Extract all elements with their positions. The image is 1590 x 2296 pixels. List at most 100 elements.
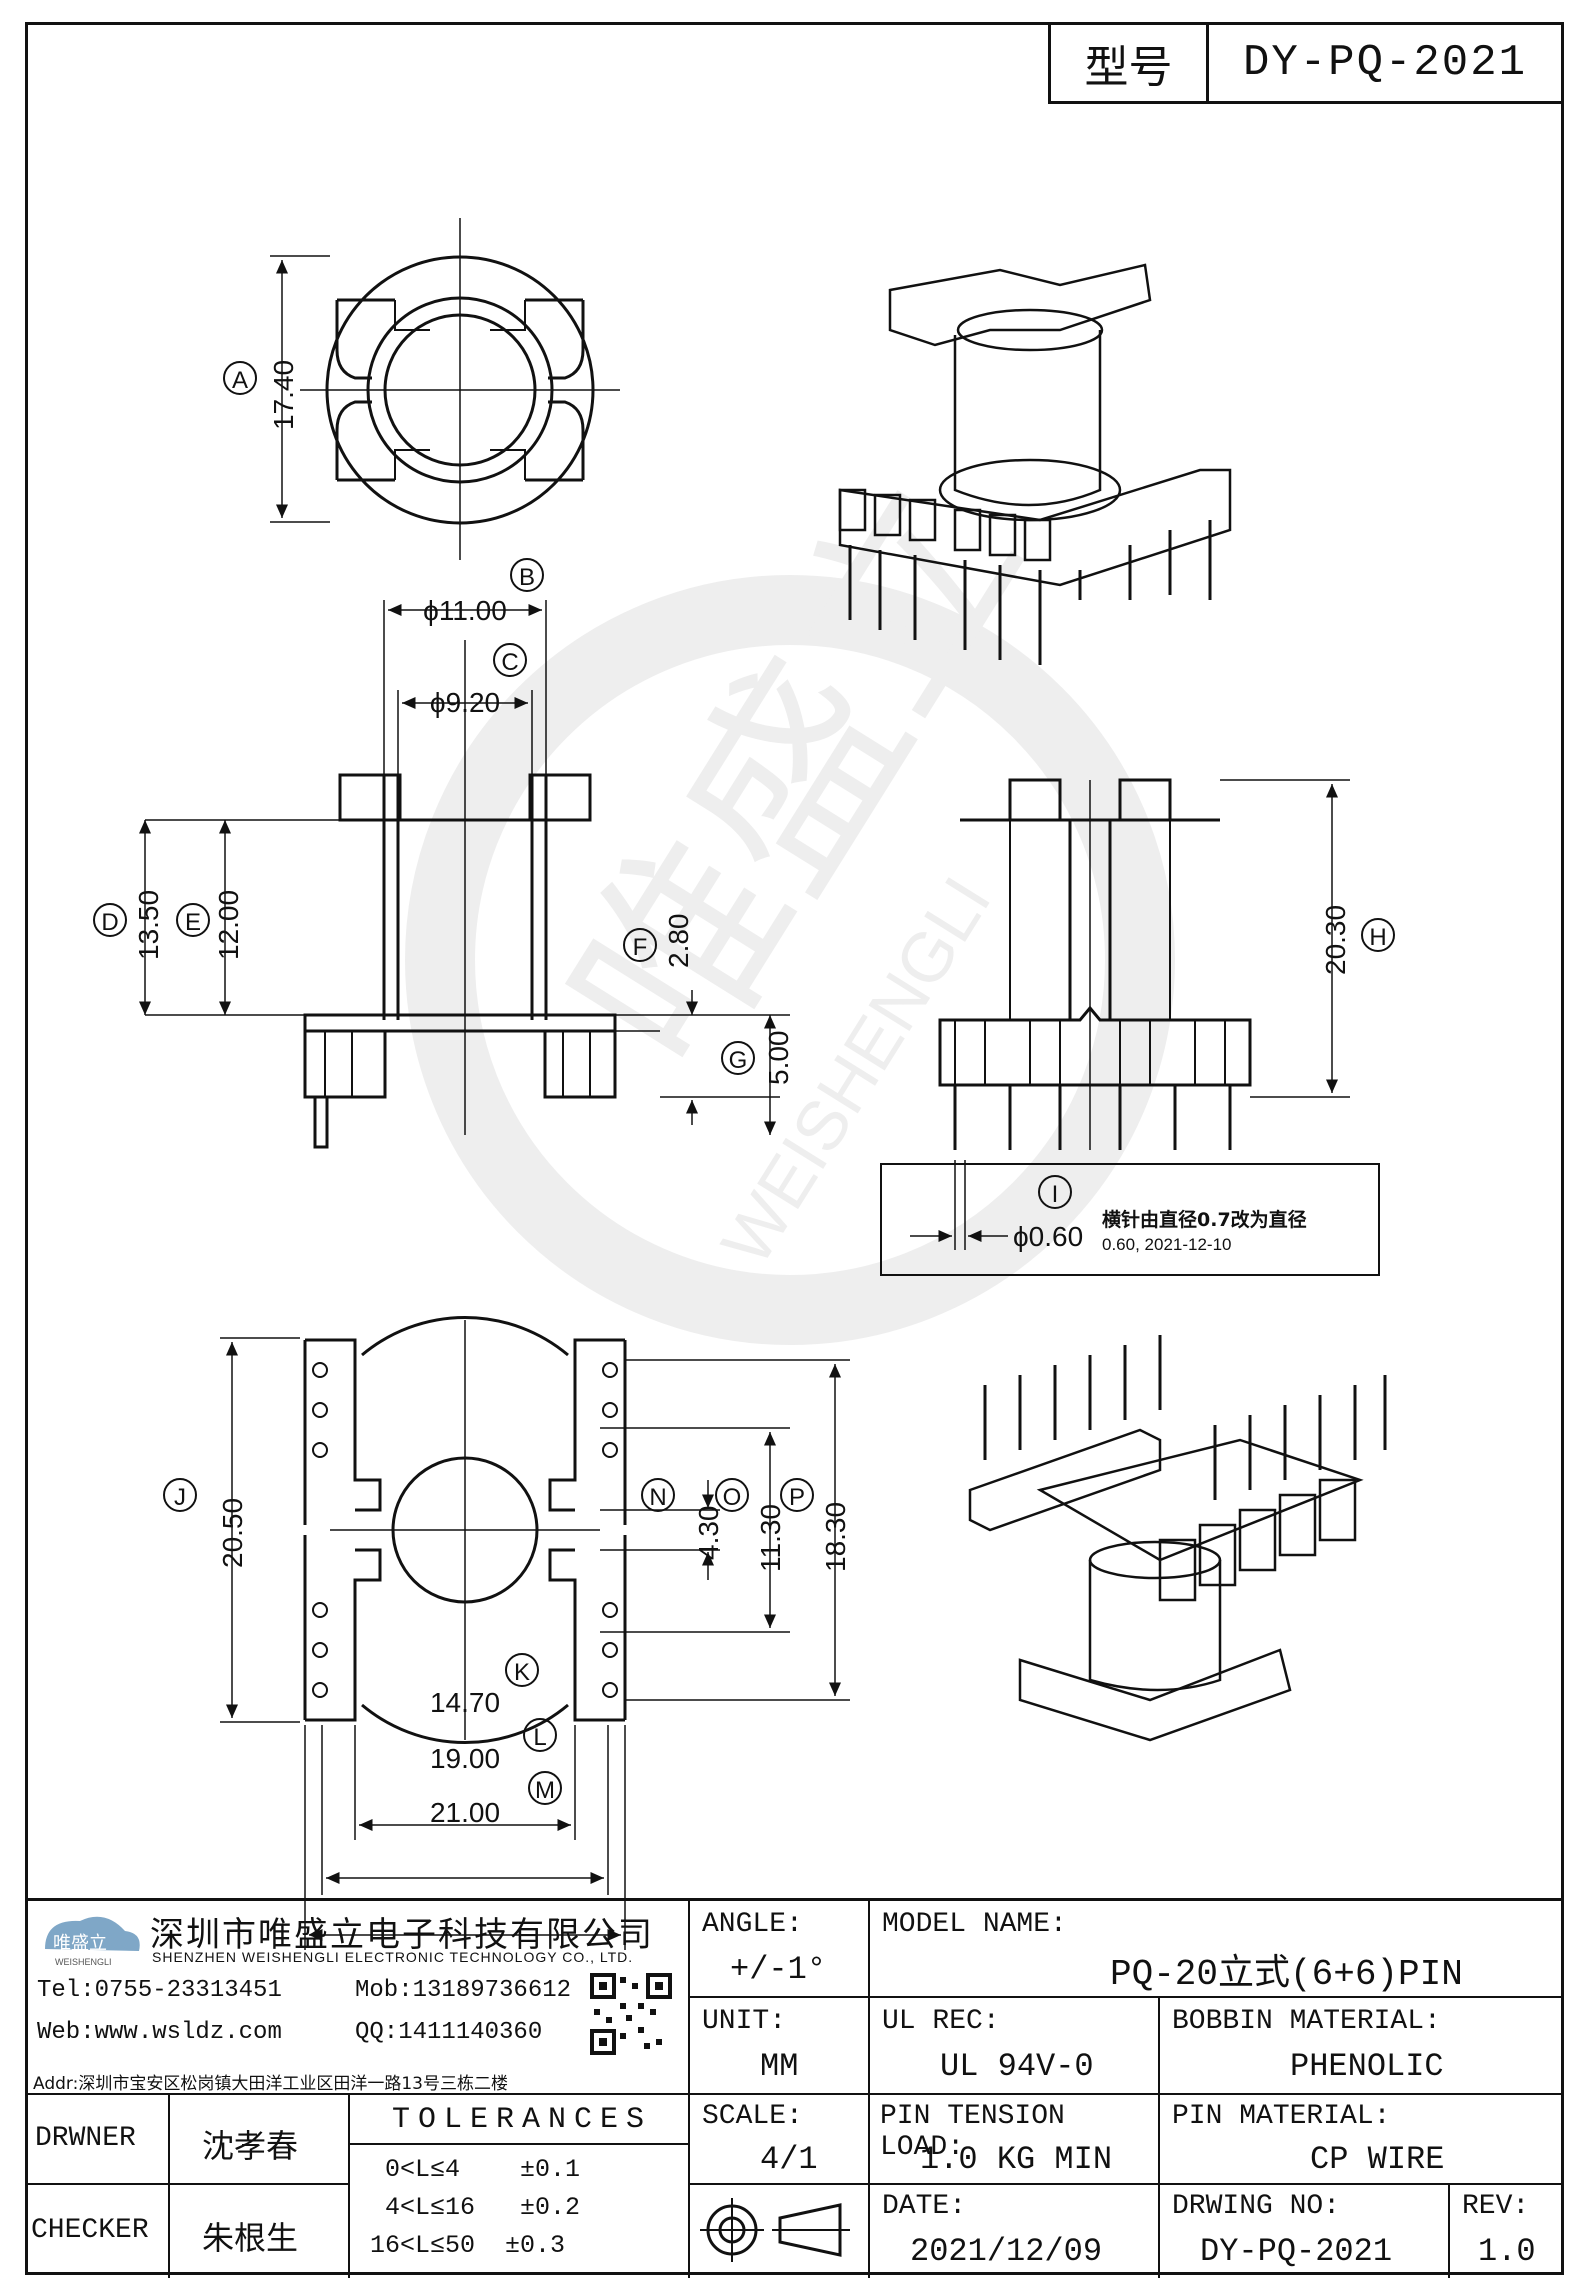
ul-value: UL 94V-0 <box>940 2048 1094 2085</box>
svg-text:J: J <box>174 1484 186 1511</box>
isometric-view-bottom <box>968 1335 1387 1742</box>
angle-cell: ANGLE: +/-1° <box>690 1901 870 1998</box>
title-header: 型号 DY-PQ-2021 <box>1048 22 1564 104</box>
pin-tension-value: 1.0 KG MIN <box>920 2141 1113 2178</box>
svg-text:P: P <box>789 1484 805 1511</box>
svg-text:L: L <box>533 1724 546 1751</box>
svg-text:5.00: 5.00 <box>763 1031 794 1086</box>
ul-label: UL REC: <box>882 2006 1000 2037</box>
pin-tension-label: PIN TENSION LOAD: <box>880 2101 1065 2163</box>
drawing-no-label: DRWING NO: <box>1172 2191 1341 2222</box>
pin-material-value: CP WIRE <box>1310 2141 1445 2178</box>
company-name-en: SHENZHEN WEISHENGLI ELECTRONIC TECHNOLOG… <box>152 1949 634 1965</box>
type-label: 型号 <box>1051 25 1209 101</box>
svg-text:18.30: 18.30 <box>820 1502 851 1572</box>
bottom-view <box>220 1315 850 1950</box>
title-block: 唯盛立 WEISHENGLI 深圳市唯盛立电子科技有限公司 SHENZHEN W… <box>25 1898 1564 2278</box>
tolerance-row: 4<L≤16 ±0.2 <box>385 2193 581 2222</box>
isometric-view-top <box>838 263 1232 665</box>
svg-text:C: C <box>501 649 518 676</box>
dim-C: C ϕ9.20 <box>430 643 527 718</box>
company-tel: Tel:0755-23313451 <box>37 1977 282 2004</box>
drawing-sheet <box>25 22 1564 2275</box>
rev-cell: REV: 1.0 <box>1450 2185 1564 2278</box>
tolerances-title: TOLERANCES <box>392 2103 653 2137</box>
side-view <box>910 778 1350 1250</box>
scale-value: 4/1 <box>760 2141 818 2178</box>
dim-A: A 17.40 <box>223 360 299 430</box>
dim-O: O 11.30 <box>715 1478 786 1572</box>
dim-D: D 13.50 <box>93 890 164 960</box>
checker-label: CHECKER <box>31 2215 149 2246</box>
date-cell: DATE: 2021/12/09 <box>870 2185 1160 2278</box>
svg-text:E: E <box>185 909 201 936</box>
svg-text:14.70: 14.70 <box>430 1687 500 1718</box>
unit-label: UNIT: <box>702 2006 787 2037</box>
dim-E: E 12.00 <box>176 890 244 960</box>
svg-text:2.80: 2.80 <box>663 914 694 969</box>
company-address: Addr:深圳市宝安区松岗镇大田洋工业区田洋一路13号三栋二楼 <box>33 2074 508 2094</box>
company-mob: Mob:13189736612 <box>355 1977 572 2004</box>
svg-text:G: G <box>729 1047 748 1074</box>
svg-text:N: N <box>649 1484 666 1511</box>
svg-text:ϕ0.60: ϕ0.60 <box>1013 1221 1083 1252</box>
top-view <box>270 218 620 560</box>
qr-code-icon <box>590 1973 672 2055</box>
svg-text:21.00: 21.00 <box>430 1797 500 1828</box>
company-web: Web:www.wsldz.com <box>37 2019 282 2046</box>
checker-cell: 朱根生 <box>170 2185 350 2278</box>
svg-text:4.30: 4.30 <box>693 1506 724 1561</box>
revision-note-line2: 0.60, 2021-12-10 <box>1102 1235 1232 1254</box>
date-label: DATE: <box>882 2191 967 2222</box>
tension-cell: PIN TENSION LOAD: 1.0 KG MIN <box>870 2095 1160 2185</box>
checker-name: 朱根生 <box>202 2219 299 2257</box>
rev-value: 1.0 <box>1478 2233 1536 2270</box>
model-name-value: PQ-20立式(6+6)PIN <box>1110 1954 1463 1995</box>
drawing-no-cell: DRWING NO: DY-PQ-2021 <box>1160 2185 1450 2278</box>
model-name-cell: MODEL NAME: PQ-20立式(6+6)PIN <box>870 1901 1564 1998</box>
svg-text:11.30: 11.30 <box>755 1504 786 1572</box>
svg-text:K: K <box>514 1659 530 1686</box>
dim-G: G 5.00 <box>721 1031 794 1086</box>
bobbin-material-value: PHENOLIC <box>1290 2048 1444 2085</box>
tolerances-cell: TOLERANCES 0<L≤4 ±0.1 4<L≤16 ±0.2 16<L≤5… <box>350 2095 690 2278</box>
bobbin-cell: BOBBIN MATERIAL: PHENOLIC <box>1160 1998 1564 2095</box>
pin-material-label: PIN MATERIAL: <box>1172 2101 1391 2132</box>
ul-cell: UL REC: UL 94V-0 <box>870 1998 1160 2095</box>
rev-label: REV: <box>1462 2191 1530 2222</box>
svg-text:13.50: 13.50 <box>133 890 164 960</box>
svg-text:D: D <box>101 909 118 936</box>
svg-text:17.40: 17.40 <box>268 360 299 430</box>
svg-text:ϕ11.00: ϕ11.00 <box>423 595 507 626</box>
checker-label-cell: CHECKER <box>25 2185 170 2278</box>
tolerance-row: 0<L≤4 ±0.1 <box>385 2155 581 2184</box>
angle-value: +/-1° <box>730 1951 827 1988</box>
drawer-label: DRWNER <box>35 2123 136 2154</box>
dim-B: B ϕ11.00 <box>423 558 544 626</box>
dim-K: K 14.70 <box>430 1653 539 1718</box>
tolerance-row: 16<L≤50 ±0.3 <box>370 2231 566 2260</box>
drawing-no-value: DY-PQ-2021 <box>1200 2233 1393 2270</box>
dim-N: N 4.30 <box>641 1478 724 1561</box>
dim-F: F 2.80 <box>623 914 694 969</box>
svg-text:ϕ9.20: ϕ9.20 <box>430 687 500 718</box>
revision-note: 横针由直径0.7改为直径 0.60, 2021-12-10 <box>880 1163 1380 1276</box>
angle-label: ANGLE: <box>702 1909 803 1940</box>
unit-cell: UNIT: MM <box>690 1998 870 2095</box>
projection-symbol-icon <box>700 2198 850 2262</box>
dim-M: M 21.00 <box>430 1771 562 1828</box>
pin-material-cell: PIN MATERIAL: CP WIRE <box>1160 2095 1564 2185</box>
svg-text:M: M <box>535 1777 555 1804</box>
dim-I: I ϕ0.60 <box>1013 1175 1083 1252</box>
unit-value: MM <box>760 2048 799 2085</box>
bobbin-material-label: BOBBIN MATERIAL: <box>1172 2006 1441 2037</box>
drawer-cell: 沈孝春 <box>170 2095 350 2185</box>
drawer-name: 沈孝春 <box>202 2127 299 2165</box>
company-qq: QQ:1411140360 <box>355 2019 543 2046</box>
scale-label: SCALE: <box>702 2101 803 2132</box>
scale-cell: SCALE: 4/1 <box>690 2095 870 2185</box>
svg-text:19.00: 19.00 <box>430 1743 500 1774</box>
date-value: 2021/12/09 <box>910 2233 1103 2270</box>
svg-text:B: B <box>519 564 535 591</box>
model-name-label: MODEL NAME: <box>882 1909 1067 1940</box>
